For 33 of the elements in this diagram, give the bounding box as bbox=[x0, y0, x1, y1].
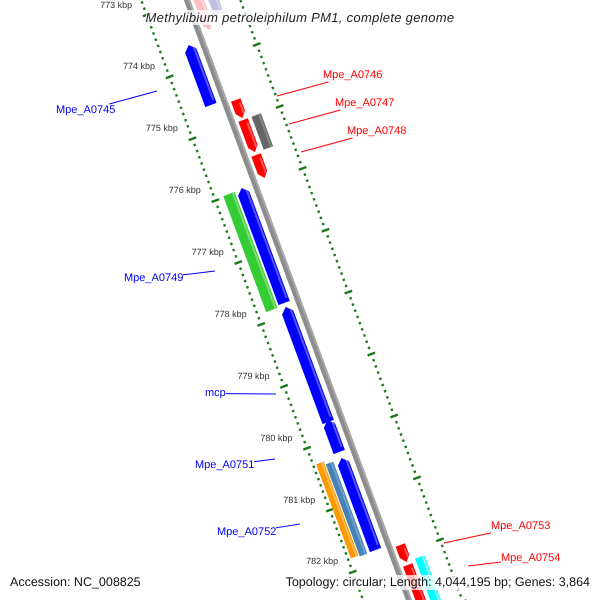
position-label: 778 kbp bbox=[214, 308, 247, 320]
gene-label: Mpe_A0754 bbox=[501, 552, 560, 565]
genome-stats-text: Topology: circular; Length: 4,044,195 bp; Genes: 3,864 bbox=[286, 575, 590, 590]
gene-label: Mpe_A0746 bbox=[323, 69, 382, 82]
gene-label: Mpe_A0749 bbox=[124, 272, 184, 285]
leader-line bbox=[300, 138, 354, 152]
position-label: 776 kbp bbox=[168, 185, 201, 196]
leader-line bbox=[276, 524, 300, 528]
leader-line bbox=[444, 532, 492, 544]
position-label: 779 kbp bbox=[237, 370, 270, 382]
position-label: 781 kbp bbox=[283, 494, 316, 506]
gene-label: Mpe_A0747 bbox=[335, 97, 394, 110]
gene-label: Mpe_A0753 bbox=[491, 520, 550, 533]
position-label: 777 kbp bbox=[192, 246, 224, 258]
position-label: 774 kbp bbox=[122, 61, 156, 72]
leader-line bbox=[288, 110, 342, 124]
accession-text: Accession: NC_008825 bbox=[10, 575, 141, 590]
position-label: 782 kbp bbox=[306, 556, 338, 568]
leader-line bbox=[108, 90, 158, 104]
gene-label: Mpe_A0745 bbox=[56, 104, 116, 117]
position-label: 775 kbp bbox=[146, 123, 178, 134]
gene-label: mcp bbox=[205, 387, 226, 400]
position-label: 780 kbp bbox=[260, 432, 292, 444]
gene-label: Mpe_A0748 bbox=[347, 125, 406, 138]
leader-line bbox=[226, 393, 276, 394]
leader-line bbox=[182, 270, 216, 276]
map-title: Methylibium petroleiphilum PM1, complete genome bbox=[146, 10, 454, 25]
position-label: 773 kbp bbox=[100, 0, 132, 11]
leader-line bbox=[254, 458, 276, 462]
leader-line bbox=[468, 562, 502, 566]
gene-label: Mpe_A0752 bbox=[217, 526, 276, 539]
leader-line bbox=[276, 82, 330, 96]
gene-label: Mpe_A0751 bbox=[195, 459, 254, 472]
